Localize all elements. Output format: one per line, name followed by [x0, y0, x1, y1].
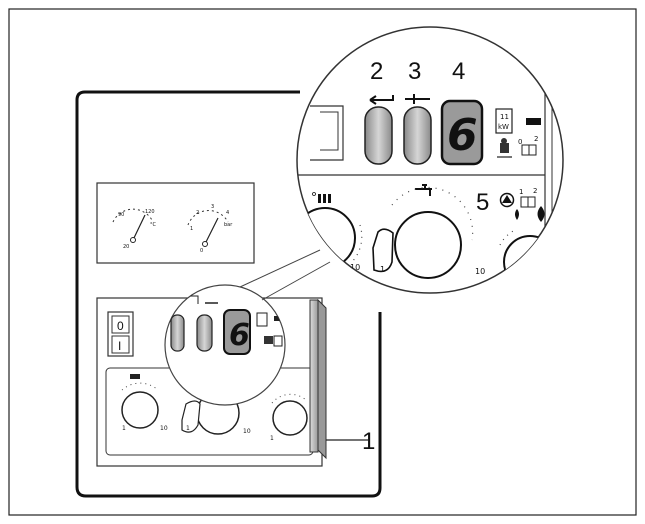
hot-water-knob-max-label: 10: [475, 267, 485, 276]
large-magnifier: 6 11 kW: [296, 26, 564, 294]
large-flame-icon: [537, 206, 545, 222]
temp-unit: °C: [150, 222, 157, 228]
small-magnifier: 6: [164, 284, 286, 406]
service-button[interactable]: [403, 106, 432, 165]
switch-on-label: I: [118, 339, 121, 353]
burner-knob[interactable]: 1: [270, 393, 308, 442]
callout-2: 2: [370, 58, 383, 85]
switch-off-label: 0: [117, 319, 124, 333]
svg-text:2: 2: [533, 187, 537, 195]
outer-frame: [8, 8, 637, 516]
switch-position-icon-2: 1 2: [519, 187, 537, 208]
callout-4: 4: [452, 58, 465, 85]
pressure-tick-4: 4: [226, 210, 229, 216]
svg-text:0: 0: [518, 138, 522, 146]
wrench-icon: [405, 94, 430, 104]
main-switch[interactable]: 0 I: [107, 311, 134, 357]
pressure-gauge: 1 2 3 4 0 bar: [187, 204, 233, 254]
svg-text:2: 2: [534, 135, 538, 143]
pressure-tick-1: 1: [190, 226, 193, 232]
tap-icon: [415, 184, 432, 196]
temperature-gauge: 90 120 20 °C: [112, 208, 157, 250]
gauge-panel: [96, 182, 255, 264]
svg-text:10: 10: [243, 428, 251, 435]
temp-tick-90: 90: [118, 212, 124, 218]
display-digit: 6: [447, 110, 478, 161]
heating-knob-max-label: 10: [350, 263, 360, 272]
svg-text:kW: kW: [498, 123, 509, 131]
hot-water-knob-min-label: 1: [380, 265, 385, 274]
svg-text:1: 1: [122, 425, 126, 432]
burner-knob-min-label: 1: [506, 281, 511, 290]
heating-knob[interactable]: 1 10: [121, 374, 168, 432]
side-cover[interactable]: [309, 298, 327, 460]
boiler-housing: [75, 90, 382, 498]
reset-arrow-icon: [369, 95, 394, 105]
pressure-tick-0: 0: [200, 248, 203, 254]
hot-water-knob-large[interactable]: 1 10: [372, 186, 485, 279]
pressure-tick-3: 3: [211, 204, 214, 210]
radiator-icon: [312, 192, 331, 203]
zoom-connector-1: [239, 249, 321, 288]
indicator-bar: [526, 118, 541, 125]
callout-1: 1: [362, 428, 375, 455]
pressure-unit: bar: [224, 222, 233, 228]
status-display: [440, 99, 484, 166]
zoom-connector-2: [261, 261, 331, 301]
svg-text:11: 11: [500, 113, 509, 121]
small-flame-icon: [515, 209, 519, 220]
svg-text:1: 1: [186, 425, 190, 432]
temp-tick-120: 120: [145, 209, 155, 215]
chimney-sweep-icon: [497, 138, 512, 158]
pressure-tick-2: 2: [196, 210, 199, 216]
power-label-box: 11 kW: [495, 108, 513, 134]
callout-3: 3: [408, 58, 421, 85]
svg-text:1: 1: [519, 188, 523, 196]
pump-icon: [499, 192, 515, 208]
reset-button[interactable]: [364, 106, 393, 165]
temp-tick-20: 20: [123, 244, 129, 250]
svg-text:1: 1: [270, 435, 274, 442]
callout-5: 5: [476, 189, 489, 216]
svg-text:10: 10: [160, 425, 168, 432]
switch-position-icon-1: 0 2: [518, 135, 538, 156]
small-display-digit: 6: [229, 318, 250, 353]
